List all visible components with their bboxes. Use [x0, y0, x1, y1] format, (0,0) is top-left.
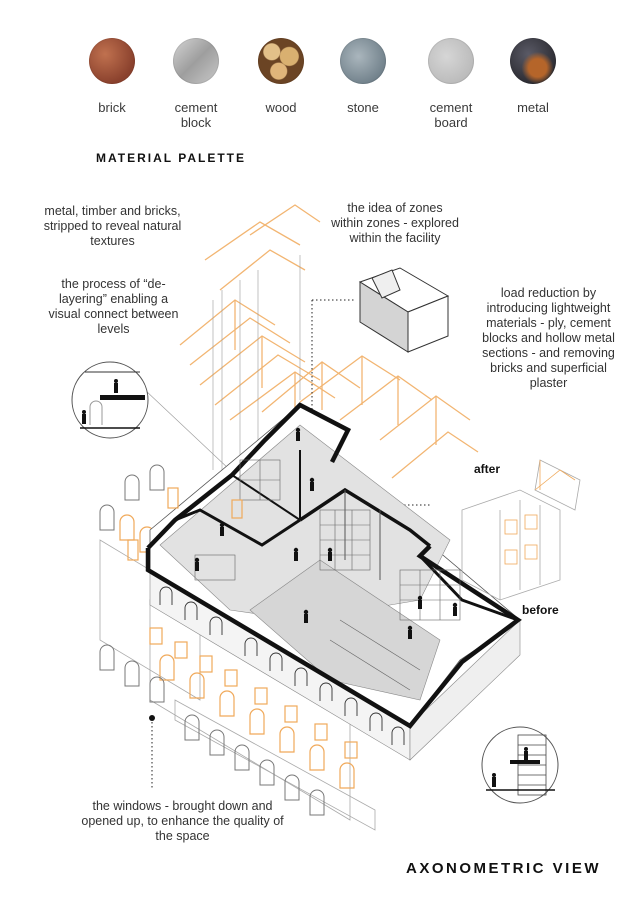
swatch-cement-board: cement board [411, 38, 491, 130]
zone-box-icon [358, 267, 450, 353]
label-after: after [474, 462, 501, 476]
material-palette: brick cement block wood stone cement boa… [0, 38, 636, 138]
swatch-label: wood [265, 100, 297, 115]
metal-texture-icon [510, 38, 556, 84]
human-figures [194, 427, 458, 639]
wood-texture-icon [258, 38, 304, 84]
note-windows: the windows - brought down and opened up… [81, 799, 284, 843]
swatch-cement-block: cement block [156, 38, 236, 130]
detail-circle-right [481, 726, 559, 804]
swatch-label: cement block [174, 100, 218, 130]
swatch-label: cement board [429, 100, 473, 130]
swatch-label: brick [98, 100, 126, 115]
view-title: AXONOMETRIC VIEW [406, 860, 602, 877]
label-before: before [522, 603, 559, 617]
swatch-label: metal [517, 100, 549, 115]
roof-trusses [179, 204, 479, 479]
stone-texture-icon [340, 38, 386, 84]
note-zones: the idea of zones within zones - explore… [331, 201, 459, 245]
note-metal-timber-bricks: metal, timber and bricks, stripped to re… [43, 204, 182, 248]
cement-block-texture-icon [173, 38, 219, 84]
note-delayering: the process of “de-layering” enabling a … [48, 277, 179, 336]
facade-grey-windows [99, 464, 325, 816]
after-diagram [534, 459, 581, 511]
swatch-stone: stone [323, 38, 403, 115]
note-load-reduction: load reduction by introducing lightweigh… [482, 286, 615, 390]
cement-board-texture-icon [428, 38, 474, 84]
before-diagram [461, 489, 561, 601]
brick-texture-icon [89, 38, 135, 84]
facade-arched-windows [119, 514, 358, 789]
building-plan [127, 402, 522, 761]
swatch-wood: wood [241, 38, 321, 115]
palette-title: MATERIAL PALETTE [96, 151, 246, 165]
leader-dot [149, 715, 155, 721]
swatch-brick: brick [72, 38, 152, 115]
detail-circle-left [71, 361, 149, 439]
swatch-label: stone [347, 100, 379, 115]
swatch-metal: metal [493, 38, 573, 115]
